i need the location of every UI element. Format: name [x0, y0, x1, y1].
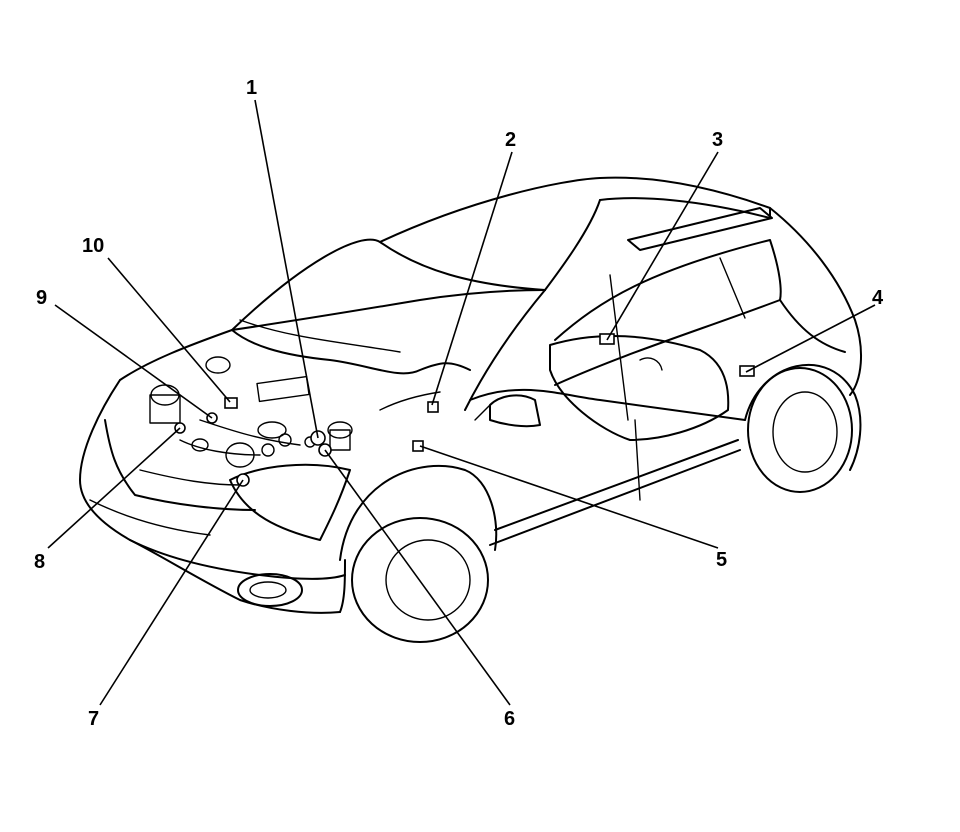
component-marker-10: [224, 397, 238, 409]
callout-3: 3: [712, 129, 723, 151]
callout-4: 4: [872, 287, 884, 309]
leader-line-10: [107, 257, 231, 403]
leader-line-8: [47, 427, 181, 549]
callout-9: 9: [36, 287, 47, 309]
callout-1: 1: [246, 77, 257, 99]
vehicle-illustration: [79, 176, 862, 643]
leader-line-1: [254, 99, 319, 439]
leader-line-2: [431, 151, 513, 406]
leader-lines: [47, 99, 876, 706]
component-marker-5: [412, 440, 424, 452]
leader-line-7: [99, 479, 244, 706]
callout-10: 10: [82, 235, 104, 257]
leader-line-9: [54, 304, 213, 419]
engine-bay: [149, 356, 441, 468]
leader-line-4: [745, 304, 876, 373]
leader-line-6: [324, 449, 511, 706]
callout-labels: 1 2 3 4 5 6 7 8 9 10: [34, 77, 884, 730]
leader-line-5: [419, 445, 719, 549]
callout-2: 2: [505, 129, 516, 151]
callout-6: 6: [504, 708, 515, 730]
callout-5: 5: [716, 549, 727, 571]
callout-7: 7: [88, 708, 99, 730]
leader-line-3: [606, 151, 719, 341]
callout-8: 8: [34, 551, 45, 573]
